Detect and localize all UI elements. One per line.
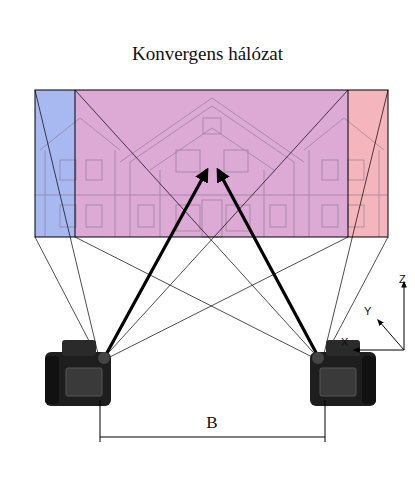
camera-body bbox=[310, 352, 376, 406]
field-borders bbox=[75, 90, 348, 237]
camera-dial bbox=[98, 352, 110, 364]
left-field bbox=[35, 90, 75, 237]
camera-dial bbox=[312, 352, 324, 364]
view-arrow bbox=[218, 170, 320, 360]
side-walls bbox=[45, 150, 379, 237]
left-roof bbox=[40, 118, 120, 150]
axes bbox=[354, 282, 404, 350]
window bbox=[86, 160, 102, 180]
window bbox=[176, 150, 200, 172]
window bbox=[348, 205, 364, 227]
right-roof bbox=[304, 118, 384, 150]
window bbox=[60, 205, 76, 227]
image-frame bbox=[35, 90, 388, 237]
window bbox=[138, 205, 154, 227]
diagram-title: Konvergens hálózat bbox=[0, 44, 415, 63]
house-sketch bbox=[35, 98, 388, 237]
camera-grip bbox=[45, 356, 59, 404]
camera-screen bbox=[320, 368, 356, 396]
ray-lines bbox=[35, 90, 388, 362]
window bbox=[348, 160, 364, 180]
baseline-label: B bbox=[206, 414, 217, 431]
overlap-field bbox=[75, 90, 348, 237]
camera-left bbox=[45, 340, 111, 406]
camera-body bbox=[45, 352, 111, 406]
window bbox=[224, 150, 248, 172]
window bbox=[60, 160, 76, 180]
main-roof bbox=[120, 98, 304, 162]
main-walls bbox=[130, 162, 294, 237]
baseline-dimension bbox=[100, 400, 325, 442]
camera-screen bbox=[66, 368, 102, 396]
axis-label: X bbox=[341, 337, 348, 348]
right-field bbox=[348, 90, 388, 237]
left-rays bbox=[35, 90, 348, 362]
window bbox=[270, 205, 286, 227]
camera-prism bbox=[62, 340, 96, 356]
right-rays bbox=[75, 90, 388, 362]
axis-label: Z bbox=[399, 274, 406, 285]
view-arrow bbox=[103, 170, 207, 360]
camera-grip bbox=[362, 356, 376, 404]
gable-window bbox=[203, 118, 221, 134]
axis-label: Y bbox=[364, 306, 371, 317]
floor-line bbox=[35, 195, 388, 196]
z-axis bbox=[404, 282, 405, 350]
main-roof-inner bbox=[130, 106, 294, 162]
window bbox=[322, 160, 338, 180]
window bbox=[86, 205, 102, 227]
window bbox=[322, 205, 338, 227]
y-axis bbox=[378, 320, 404, 350]
x-axis bbox=[354, 350, 404, 351]
